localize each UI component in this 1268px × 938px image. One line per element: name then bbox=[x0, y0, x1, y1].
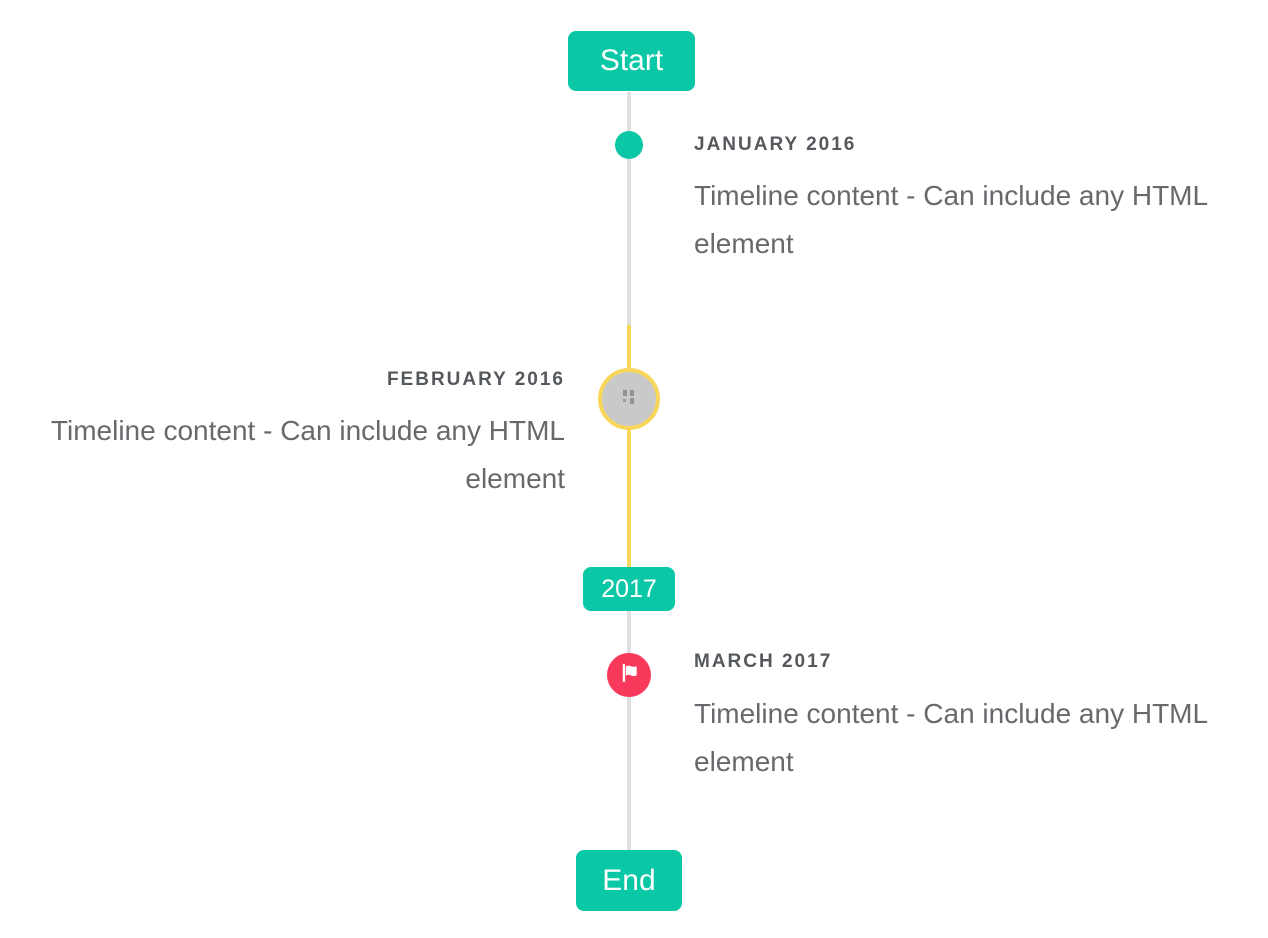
timeline-end-badge[interactable]: End bbox=[576, 850, 682, 911]
timeline-item: MARCH 2017 Timeline content - Can includ… bbox=[694, 651, 1219, 786]
broken-image-icon bbox=[620, 389, 638, 410]
timeline-line-segment-bottom bbox=[627, 611, 631, 851]
item-content: Timeline content - Can include any HTML … bbox=[694, 180, 1208, 259]
timeline-start-badge[interactable]: Start bbox=[568, 31, 695, 91]
timeline-item: FEBRUARY 2016 Timeline content - Can inc… bbox=[40, 369, 565, 503]
item-title: JANUARY 2016 bbox=[694, 134, 857, 155]
timeline-line-segment-highlight bbox=[627, 325, 631, 567]
item-title: FEBRUARY 2016 bbox=[386, 369, 565, 390]
timeline-line-segment-top bbox=[627, 92, 631, 325]
item-title: MARCH 2017 bbox=[694, 651, 833, 672]
item-content: Timeline content - Can include any HTML … bbox=[694, 698, 1208, 777]
timeline-flag-marker[interactable] bbox=[607, 653, 651, 697]
timeline-avatar-marker[interactable] bbox=[598, 368, 660, 430]
timeline-year-badge[interactable]: 2017 bbox=[583, 567, 675, 611]
item-content: Timeline content - Can include any HTML … bbox=[50, 415, 565, 494]
timeline-item: JANUARY 2016 Timeline content - Can incl… bbox=[694, 134, 1219, 268]
timeline-dot-marker[interactable] bbox=[615, 131, 643, 159]
flag-icon bbox=[618, 662, 640, 689]
